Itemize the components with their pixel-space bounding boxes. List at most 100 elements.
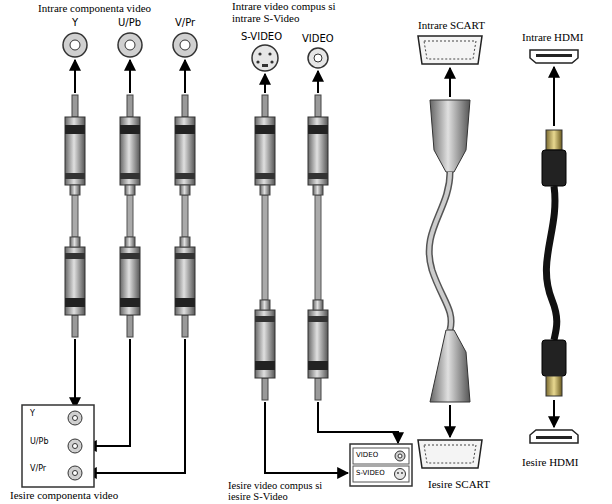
hdmi-cable-part xyxy=(536,436,572,439)
composite-cables-part xyxy=(315,195,321,300)
composite-cables-part xyxy=(395,451,405,461)
component-cables-part xyxy=(73,444,78,449)
composite-cables-part xyxy=(262,64,268,67)
component-cables-part xyxy=(73,471,78,476)
port-heading: Intrare componenta video xyxy=(38,2,151,15)
composite-cables-part xyxy=(258,52,261,55)
output-panel: Y U/PbV/Pr xyxy=(22,405,94,487)
jack-label: S-VIDEO xyxy=(356,469,385,477)
scart-cable-part xyxy=(418,36,482,64)
component-cables-part xyxy=(65,95,85,195)
component-cables-part xyxy=(118,33,142,57)
hdmi-cable-part xyxy=(546,130,562,150)
jack-label: V/Pr xyxy=(30,464,46,473)
component-cables-part xyxy=(175,237,195,337)
composite-cables-part xyxy=(398,454,402,458)
jack-label: U/Pb xyxy=(118,17,141,29)
scart-cable-part xyxy=(429,172,451,330)
composite-cables-part xyxy=(308,95,328,195)
component-cables-part xyxy=(180,40,190,50)
composite-cables-part xyxy=(401,472,403,474)
port-heading: Iesire HDMI xyxy=(522,456,579,469)
jack-label: V/Pr xyxy=(175,17,195,29)
jack-label: VIDEO xyxy=(302,33,334,45)
composite-cables-part-part xyxy=(264,74,266,93)
port-heading: Intrare HDMI xyxy=(522,31,583,44)
component-cables-part xyxy=(63,33,87,57)
composite-cables-part xyxy=(252,45,278,71)
hdmi-cable-part xyxy=(530,430,578,443)
composite-cables-part xyxy=(395,469,406,480)
hdmi-cable-part xyxy=(542,150,566,186)
component-cables-part-part xyxy=(86,339,185,473)
composite-cables-part xyxy=(270,60,273,63)
component-cables-part xyxy=(68,411,82,425)
jack-label: VIDEO xyxy=(356,451,378,459)
composite-cables-part-part xyxy=(317,71,319,93)
scart-cable-part xyxy=(449,68,451,97)
composite-cables xyxy=(252,45,412,486)
hdmi-cable-part xyxy=(553,67,555,126)
composite-cables-part xyxy=(353,466,409,482)
composite-cables-part xyxy=(268,52,271,55)
component-cables xyxy=(22,33,197,487)
hdmi-cable-part xyxy=(542,340,566,376)
hdmi-cable xyxy=(530,50,578,443)
composite-cables-part xyxy=(262,195,268,300)
output-panel: VIDEO S-VIDEO xyxy=(350,444,412,486)
composite-cables-part xyxy=(314,54,322,62)
port-heading: Iesire SCART xyxy=(428,478,490,491)
component-cables-part xyxy=(70,40,80,50)
hdmi-cable-part xyxy=(546,376,562,396)
component-cables-part xyxy=(182,195,188,237)
component-cables-part-part xyxy=(184,60,186,93)
composite-cables-part-part xyxy=(318,402,398,443)
component-cables-part-part xyxy=(129,60,131,93)
jack-label: U/Pb xyxy=(30,437,48,446)
composite-cables-part xyxy=(308,48,328,68)
scart-cable-part xyxy=(424,41,476,59)
scart-cable xyxy=(418,36,482,468)
composite-cables-part xyxy=(255,300,275,400)
component-cables-part-part xyxy=(74,60,76,93)
scart-cable-part xyxy=(429,172,451,330)
port-heading: Intrare video compus si intrare S-Video xyxy=(232,1,360,24)
composite-cables-part xyxy=(308,300,328,400)
component-cables-part xyxy=(175,95,195,195)
composite-cables-part xyxy=(256,60,259,63)
hdmi-cable-part xyxy=(553,400,555,427)
hdmi-cable-part xyxy=(536,54,572,57)
composite-cables-part-part xyxy=(265,402,348,473)
jack-label: S-VIDEO xyxy=(241,31,282,43)
jack-label: Y xyxy=(30,409,35,418)
scart-cable-part xyxy=(430,330,470,402)
port-heading: Iesire video compus si iesire S-Video xyxy=(228,480,346,502)
hdmi-cable-part xyxy=(546,186,556,340)
component-cables-part xyxy=(72,195,78,237)
port-heading: Intrare SCART xyxy=(418,19,485,32)
component-cables-part xyxy=(120,237,140,337)
composite-cables-part xyxy=(350,444,412,486)
composite-cables-part xyxy=(353,448,409,464)
component-cables-part xyxy=(68,439,82,453)
port-heading: Iesire componenta video xyxy=(10,489,118,502)
scart-cable-part xyxy=(449,405,451,437)
component-cables-part-part xyxy=(74,339,76,408)
scart-cable-part xyxy=(418,440,482,468)
composite-cables-part xyxy=(265,71,398,473)
composite-cables-part xyxy=(255,95,275,195)
component-cables-part xyxy=(125,40,135,50)
component-cables-part xyxy=(173,33,197,57)
hdmi-cable-part xyxy=(530,50,578,63)
scart-cable-part xyxy=(424,445,476,463)
component-cables-part xyxy=(68,466,82,480)
component-cables-part xyxy=(73,416,78,421)
component-cables-part xyxy=(65,237,85,337)
composite-cables-part xyxy=(397,472,399,474)
component-cables-part xyxy=(127,195,133,237)
jack-label: Y xyxy=(72,17,78,29)
component-cables-part xyxy=(120,95,140,195)
